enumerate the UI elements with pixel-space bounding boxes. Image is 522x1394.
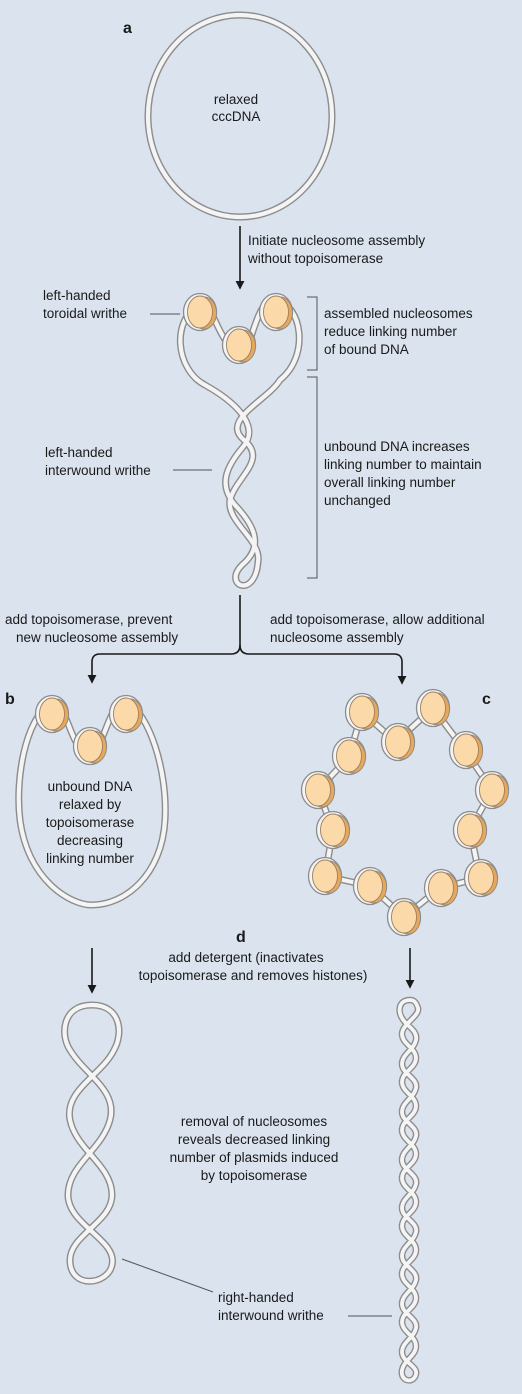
unbound-label-line1: unbound DNA increases	[324, 439, 470, 454]
right-handed-line2: interwound writhe	[218, 1308, 324, 1323]
relaxed-label-line1: relaxed	[214, 92, 258, 107]
assembled-label-line3: of bound DNA	[324, 342, 409, 357]
right-branch-line2: nucleosome assembly	[270, 630, 404, 645]
step1-label-line1: Initiate nucleosome assembly	[248, 233, 425, 248]
unbound-label-line2: linking number to maintain	[324, 457, 482, 472]
relaxed-plasmid	[144, 11, 336, 221]
relaxed-label-line2: cccDNA	[212, 109, 261, 124]
relaxed-by-line3: topoisomerase	[46, 815, 135, 830]
left-branch-line1: add topoisomerase, prevent	[5, 612, 173, 627]
branch-arrows	[87, 595, 407, 685]
nucleosome-ring-c	[300, 688, 510, 937]
detergent-line1: add detergent (inactivates	[168, 950, 324, 965]
relaxed-nucleosome-loop-b	[15, 694, 169, 909]
relaxed-by-line5: linking number	[46, 851, 134, 866]
bracket-unbound	[307, 376, 318, 579]
bracket-assembled	[307, 296, 318, 371]
leader-right-handed-left	[121, 1258, 214, 1293]
panel-label-c: c	[482, 691, 491, 708]
detergent-line2: topoisomerase and removes histones)	[139, 968, 368, 983]
removal-line3: number of plasmids induced	[170, 1150, 339, 1165]
assembled-label-line2: reduce linking number	[324, 324, 457, 339]
panel-label-b: b	[5, 691, 15, 708]
assembled-label-line1: assembled nucleosomes	[324, 306, 473, 321]
relaxed-by-line2: relaxed by	[59, 797, 122, 812]
removal-line2: reveals decreased linking	[178, 1132, 330, 1147]
interwound-label-line1: left-handed	[45, 445, 113, 460]
nucleosome-dna-a	[176, 292, 303, 589]
relaxed-by-line1: unbound DNA	[48, 779, 133, 794]
interwound-label-line2: interwound writhe	[45, 463, 151, 478]
left-branch-line2: new nucleosome assembly	[16, 630, 178, 645]
panel-label-d: d	[236, 929, 246, 946]
right-handed-line1: right-handed	[218, 1290, 294, 1305]
right-handed-interwound-right	[396, 996, 422, 1384]
unbound-label-line3: overall linking number	[324, 475, 456, 490]
unbound-label-line4: unchanged	[324, 493, 391, 508]
removal-line4: by topoisomerase	[201, 1168, 308, 1183]
toroidal-label-line2: toroidal writhe	[43, 306, 127, 321]
right-handed-interwound-left	[61, 1001, 123, 1285]
removal-line1: removal of nucleosomes	[181, 1114, 328, 1129]
toroidal-label-line1: left-handed	[43, 288, 111, 303]
relaxed-by-line4: decreasing	[57, 833, 123, 848]
right-branch-line1: add topoisomerase, allow additional	[270, 612, 485, 627]
panel-label-a: a	[123, 20, 132, 37]
step1-label-line2: without topoisomerase	[247, 251, 383, 266]
